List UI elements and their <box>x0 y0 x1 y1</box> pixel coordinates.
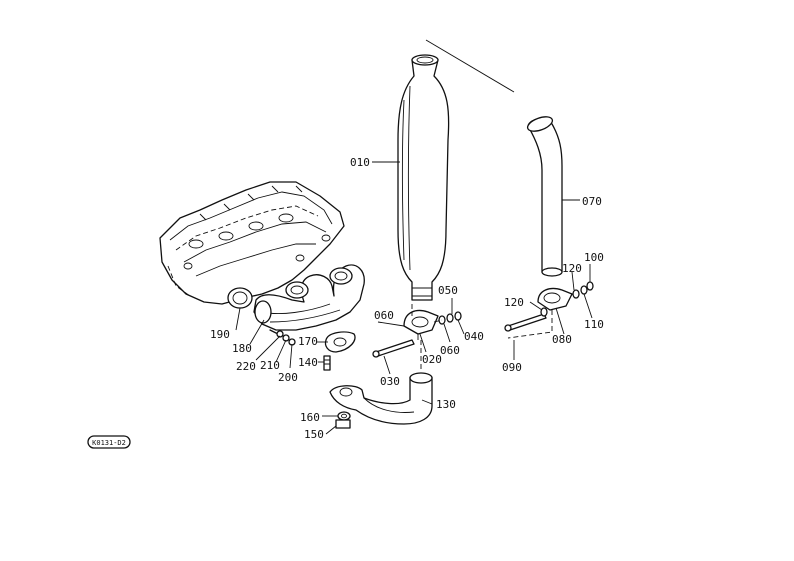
callout-040: 040 <box>464 330 484 343</box>
tailpipe-070 <box>526 116 563 277</box>
stud-140 <box>323 355 331 371</box>
callout-labels: 010 020 030 040 050 060 060 070 080 090 … <box>210 156 604 441</box>
callout-010: 010 <box>350 156 370 169</box>
callout-110: 110 <box>584 318 604 331</box>
callout-050: 050 <box>438 284 458 297</box>
reference-code: K0131-D2 <box>92 439 126 447</box>
clamp-020 <box>403 309 439 340</box>
bolt-090 <box>504 313 547 332</box>
callout-200: 200 <box>278 371 298 384</box>
callout-210: 210 <box>260 359 280 372</box>
leader-lines <box>235 161 593 435</box>
muffler-010 <box>397 54 450 301</box>
exhaust-pipe-130 <box>329 372 433 425</box>
callout-030: 030 <box>380 375 400 388</box>
callout-080: 080 <box>552 333 572 346</box>
callout-070: 070 <box>582 195 602 208</box>
nut-150 <box>335 419 351 429</box>
exhaust-manifold <box>253 264 365 331</box>
callout-140: 140 <box>298 356 318 369</box>
alignment-lines <box>411 39 553 372</box>
callout-060-left: 060 <box>374 309 394 322</box>
callout-120-left: 120 <box>504 296 524 309</box>
callout-170: 170 <box>298 335 318 348</box>
callout-020: 020 <box>422 353 442 366</box>
callout-060-right: 060 <box>440 344 460 357</box>
callout-220: 220 <box>236 360 256 373</box>
reference-badge: K0131-D2 <box>87 435 131 449</box>
callout-100: 100 <box>584 251 604 264</box>
washer-nut-set-center <box>438 311 462 325</box>
gasket-190 <box>227 287 253 309</box>
reference-badge-outline <box>87 435 131 449</box>
washer-160 <box>337 411 351 421</box>
gasket-170 <box>324 331 356 353</box>
engine-block <box>159 181 345 305</box>
clamp-080 <box>537 287 573 311</box>
callout-150: 150 <box>304 428 324 441</box>
callout-160: 160 <box>300 411 320 424</box>
callout-180: 180 <box>232 342 252 355</box>
callout-130: 130 <box>436 398 456 411</box>
callout-190: 190 <box>210 328 230 341</box>
callout-090: 090 <box>502 361 522 374</box>
bolt-030 <box>372 339 415 358</box>
callout-120-top: 120 <box>562 262 582 275</box>
